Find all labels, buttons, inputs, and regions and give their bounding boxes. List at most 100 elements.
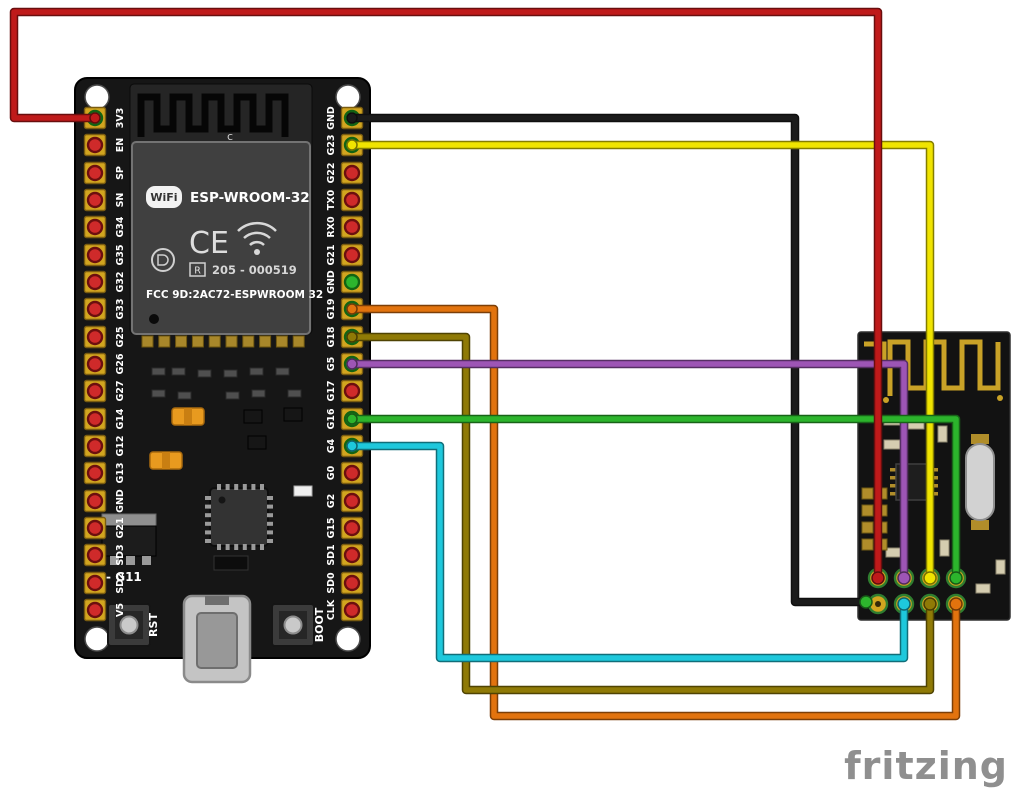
esp32-pin-label: G25 (115, 326, 126, 347)
wire-end-terminal[interactable] (897, 597, 911, 611)
module-castellation-pads (141, 335, 305, 348)
transistor (243, 409, 263, 424)
micro-usb-connector[interactable] (182, 594, 252, 684)
esp32-pin-label: G2 (326, 494, 337, 508)
wire-purple[interactable] (346, 358, 911, 585)
fritzing-watermark: fritzing (844, 744, 1008, 788)
esp32-pin-left-g13[interactable] (83, 461, 107, 485)
wire-orange[interactable] (346, 303, 963, 721)
esp32-pin-right-g0[interactable] (340, 461, 364, 485)
boot-label: BOOT (313, 607, 326, 642)
esp32-pin-label: G17 (326, 380, 337, 401)
mounting-hole (84, 84, 110, 110)
esp32-pin-left-v5[interactable] (83, 598, 107, 622)
rst-button[interactable] (107, 603, 151, 647)
rf-wave-icon (237, 221, 277, 255)
wire-end-terminal[interactable] (949, 597, 963, 611)
capacitor (149, 451, 183, 470)
wire-end-terminal[interactable] (923, 597, 937, 611)
esp32-pin-label: G21 (326, 244, 337, 265)
esp32-pin-label: EN (115, 138, 126, 152)
wire-yellow[interactable] (346, 139, 937, 585)
wire-start-terminal[interactable] (346, 331, 358, 343)
wire-start-terminal[interactable] (346, 112, 358, 124)
esp32-pin-label: GND (115, 489, 126, 513)
esp32-pin-left-en[interactable] (83, 133, 107, 157)
voltage-regulator (101, 513, 157, 565)
esp32-pin-left-g14[interactable] (83, 407, 107, 431)
esp32-pin-label: RX0 (326, 216, 337, 238)
esp32-pin-right-sd0[interactable] (340, 571, 364, 595)
esp32-pin-right-g21[interactable] (340, 243, 364, 267)
esp32-pin-left-g32[interactable] (83, 270, 107, 294)
wire-olive[interactable] (346, 331, 937, 695)
esp32-pin-label: V5 (115, 603, 126, 617)
wire-start-terminal[interactable] (346, 413, 358, 425)
nrf24-header-pin[interactable] (867, 593, 889, 615)
esp32-pin-left-g21[interactable] (83, 516, 107, 540)
esp32-pin-right-rx0[interactable] (340, 215, 364, 239)
esp32-left-header[interactable]: 3V3ENSPSNG34G35G32G33G25G26G27G14G12G13G… (83, 106, 127, 622)
wire-end-terminal[interactable] (897, 571, 911, 585)
esp32-pin-right-sd1[interactable] (340, 543, 364, 567)
smd-pad-field (151, 367, 302, 400)
r-mark-box (189, 262, 206, 277)
esp32-pin-left-g35[interactable] (83, 243, 107, 267)
esp32-pin-right-g17[interactable] (340, 379, 364, 403)
esp32-board[interactable]: c WiFi ESP-WROOM-32 CE R 205 - 000519 FC… (74, 77, 371, 684)
esp32-pin-label: SD2 (115, 572, 126, 593)
esp32-pin-label: SD1 (326, 544, 337, 565)
wifi-logo-badge (146, 186, 182, 208)
via (997, 395, 1003, 401)
esp32-pin-label: G23 (326, 134, 337, 155)
wire-end-terminal[interactable] (871, 571, 885, 585)
esp32-pin-label: G32 (115, 271, 126, 292)
esp-wroom-32-module[interactable]: c WiFi ESP-WROOM-32 CE R 205 - 000519 FC… (129, 83, 323, 335)
wire-start-terminal[interactable] (346, 440, 358, 452)
boot-button[interactable] (271, 603, 315, 647)
wire-green[interactable] (346, 413, 963, 585)
wire-red[interactable] (9, 7, 885, 585)
esp32-pin-left-g25[interactable] (83, 325, 107, 349)
wires-layer[interactable] (9, 7, 963, 721)
esp32-pin-right-g2[interactable] (340, 489, 364, 513)
esp32-pin-right-clk[interactable] (340, 598, 364, 622)
esp32-pin-left-sn[interactable] (83, 188, 107, 212)
esp32-pin-label: TX0 (326, 189, 337, 210)
mounting-hole (335, 84, 361, 110)
led (293, 485, 313, 497)
rst-label: RST (147, 613, 160, 637)
esp32-pin-left-g34[interactable] (83, 215, 107, 239)
wire-start-terminal[interactable] (346, 139, 358, 151)
esp32-pin-right-tx0[interactable] (340, 188, 364, 212)
esp32-pin-left-g26[interactable] (83, 352, 107, 376)
esp32-pin-left-gnd[interactable] (83, 489, 107, 513)
wire-start-terminal[interactable] (346, 303, 358, 315)
esp32-pin-label: G21 (115, 517, 126, 538)
wire-end-terminal[interactable] (923, 571, 937, 585)
esp32-pin-left-sd2[interactable] (83, 571, 107, 595)
esp32-pin-left-g33[interactable] (83, 297, 107, 321)
certification-icon (151, 248, 175, 272)
transistor (283, 407, 303, 422)
wire-end-terminal[interactable] (949, 571, 963, 585)
esp32-pin-left-g12[interactable] (83, 434, 107, 458)
esp32-pin-right-g22[interactable] (340, 161, 364, 185)
esp32-pin-label: G4 (326, 438, 337, 453)
ce-mark: CE (189, 226, 229, 261)
esp32-pin-label: G35 (115, 244, 126, 265)
esp32-pin-label: G13 (115, 462, 126, 483)
wire-start-terminal[interactable] (346, 358, 358, 370)
esp32-pin-left-sp[interactable] (83, 161, 107, 185)
esp32-pin-label: SD3 (115, 544, 126, 565)
pin1-dot (149, 314, 159, 324)
smd-component (213, 555, 249, 571)
esp32-pin-right-gnd[interactable] (340, 270, 364, 294)
esp32-pin-left-sd3[interactable] (83, 543, 107, 567)
wire-end-terminal[interactable] (859, 595, 873, 609)
wire-start-terminal[interactable] (89, 112, 101, 124)
esp32-pin-right-g15[interactable] (340, 516, 364, 540)
esp32-pin-left-g27[interactable] (83, 379, 107, 403)
wire-cyan[interactable] (346, 440, 911, 663)
